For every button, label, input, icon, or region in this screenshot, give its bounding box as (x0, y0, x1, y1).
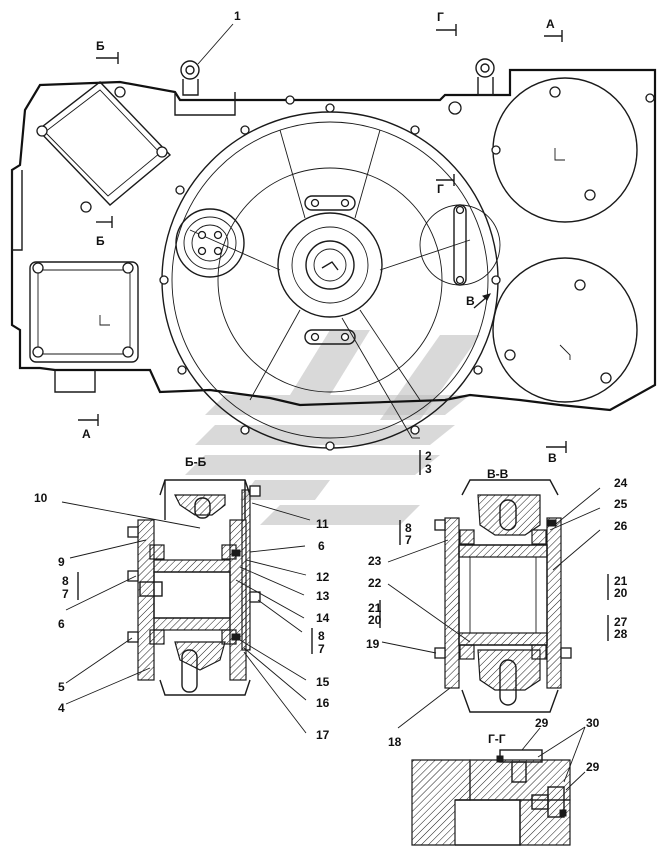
callout-7b: 7 (318, 642, 325, 656)
section-mark-g-top: Г (437, 10, 444, 24)
section-mark-v-right: В (466, 294, 475, 308)
callout-5: 5 (58, 680, 65, 694)
callout-9: 9 (58, 555, 65, 569)
callout-29a: 29 (535, 716, 549, 730)
callout-28: 28 (614, 627, 628, 641)
callout-7c: 7 (405, 533, 412, 547)
callout-23: 23 (368, 554, 382, 568)
section-mark-a-top: А (546, 17, 555, 31)
section-gg-view: Г-Г (411, 726, 586, 846)
callout-21a: 21 (614, 574, 628, 588)
callout-17: 17 (316, 728, 330, 742)
callout-24: 24 (614, 476, 628, 490)
callout-20a: 20 (614, 586, 628, 600)
callout-13: 13 (316, 589, 330, 603)
callout-25: 25 (614, 497, 628, 511)
callout-26: 26 (614, 519, 628, 533)
callout-19: 19 (366, 637, 380, 651)
section-bb-view: Б-Б (127, 455, 261, 696)
section-mark-b-top: Б (96, 39, 105, 53)
callout-6b: 6 (58, 617, 65, 631)
callout-10: 10 (34, 491, 48, 505)
section-mark-b-mid: Б (96, 234, 105, 248)
watermark-logo (185, 330, 480, 525)
callout-labels: 1 2 3 10 11 9 6 12 8 7 13 6 14 8 7 15 5 … (34, 9, 628, 774)
callout-2: 2 (425, 449, 432, 463)
callout-12: 12 (316, 570, 330, 584)
callout-14: 14 (316, 611, 330, 625)
section-vv-view: В-В (434, 467, 572, 713)
section-bb-leaders (61, 501, 313, 734)
callout-7a: 7 (62, 587, 69, 601)
section-vv-leaders (379, 487, 609, 729)
view-title-gg: Г-Г (488, 732, 506, 746)
gearbox-housing-view (10, 58, 657, 451)
callout-8c: 8 (405, 521, 412, 535)
callout-6a: 6 (318, 539, 325, 553)
callout-8a: 8 (62, 574, 69, 588)
section-mark-a-bottom: А (82, 427, 91, 441)
callout-21b: 21 (368, 601, 382, 615)
callout-4: 4 (58, 701, 65, 715)
callout-30: 30 (586, 716, 600, 730)
callout-18: 18 (388, 735, 402, 749)
callout-11: 11 (316, 517, 329, 531)
callout-3: 3 (425, 462, 432, 476)
callout-1: 1 (234, 9, 241, 23)
section-mark-g-mid: Г (437, 182, 444, 196)
callout-27: 27 (614, 615, 628, 629)
callout-8b: 8 (318, 629, 325, 643)
view-title-vv: В-В (487, 467, 509, 481)
section-mark-v-bottom: В (548, 451, 557, 465)
callout-29b: 29 (586, 760, 600, 774)
callout-22: 22 (368, 576, 382, 590)
main-view-leaders (197, 23, 421, 475)
callout-15: 15 (316, 675, 330, 689)
callout-16: 16 (316, 696, 330, 710)
callout-20b: 20 (368, 613, 382, 627)
view-title-bb: Б-Б (185, 455, 207, 469)
section-cut-marks: Б Б А А Г Г В В (78, 10, 567, 465)
